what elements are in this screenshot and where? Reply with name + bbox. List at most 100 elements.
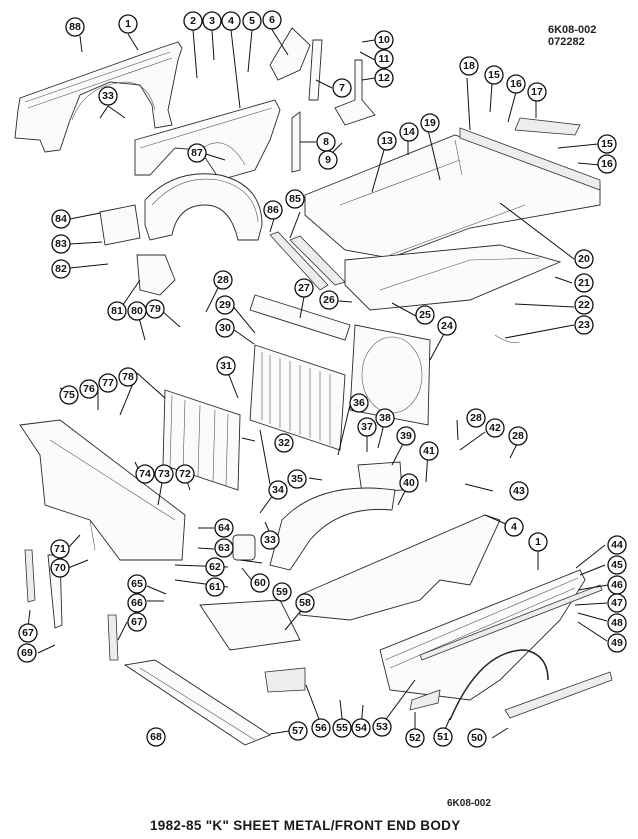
callout-54[interactable]: 54 (351, 718, 371, 738)
callout-35[interactable]: 35 (287, 469, 307, 489)
callout-8[interactable]: 8 (316, 132, 336, 152)
callout-67-right[interactable]: 67 (127, 612, 147, 632)
callout-39[interactable]: 39 (396, 426, 416, 446)
callout-58[interactable]: 58 (295, 593, 315, 613)
callout-12[interactable]: 12 (374, 68, 394, 88)
callout-33-top[interactable]: 33 (98, 86, 118, 106)
callout-30[interactable]: 30 (215, 318, 235, 338)
callout-76[interactable]: 76 (79, 379, 99, 399)
callout-3[interactable]: 3 (202, 11, 222, 31)
callout-73[interactable]: 73 (154, 464, 174, 484)
callout-52[interactable]: 52 (405, 728, 425, 748)
svg-text:49: 49 (611, 637, 623, 649)
callout-28-left[interactable]: 28 (213, 270, 233, 290)
callout-66[interactable]: 66 (127, 593, 147, 613)
callout-29[interactable]: 29 (215, 295, 235, 315)
callout-80[interactable]: 80 (127, 301, 147, 321)
callout-60[interactable]: 60 (250, 573, 270, 593)
callout-38[interactable]: 38 (375, 408, 395, 428)
callout-33-bottom[interactable]: 33 (260, 530, 280, 550)
callout-48[interactable]: 48 (607, 613, 627, 633)
callout-65[interactable]: 65 (127, 574, 147, 594)
callout-27[interactable]: 27 (294, 278, 314, 298)
callout-47[interactable]: 47 (607, 593, 627, 613)
condenser (162, 389, 241, 491)
callout-6[interactable]: 6 (262, 10, 282, 30)
callout-42[interactable]: 42 (485, 418, 505, 438)
callout-16-top[interactable]: 16 (506, 74, 526, 94)
callout-78[interactable]: 78 (118, 367, 138, 387)
callout-69[interactable]: 69 (17, 643, 37, 663)
svg-text:58: 58 (299, 597, 311, 609)
callout-86[interactable]: 86 (263, 200, 283, 220)
callout-26[interactable]: 26 (319, 290, 339, 310)
callout-71[interactable]: 71 (50, 539, 70, 559)
callout-85[interactable]: 85 (285, 189, 305, 209)
callout-32[interactable]: 32 (274, 433, 294, 453)
callout-84[interactable]: 84 (51, 209, 71, 229)
callout-9[interactable]: 9 (318, 150, 338, 170)
callout-28-mid[interactable]: 28 (466, 408, 486, 428)
callout-4-right[interactable]: 4 (504, 517, 524, 537)
callout-24[interactable]: 24 (437, 316, 457, 336)
callout-1[interactable]: 1 (118, 14, 138, 34)
callout-23[interactable]: 23 (574, 315, 594, 335)
callout-82[interactable]: 82 (51, 259, 71, 279)
callout-45[interactable]: 45 (607, 555, 627, 575)
callout-34[interactable]: 34 (268, 480, 288, 500)
callout-88[interactable]: 88 (65, 17, 85, 37)
callout-2[interactable]: 2 (183, 11, 203, 31)
callout-79[interactable]: 79 (145, 299, 165, 319)
callout-55[interactable]: 55 (332, 718, 352, 738)
callout-17[interactable]: 17 (527, 82, 547, 102)
callout-37[interactable]: 37 (357, 417, 377, 437)
callout-10[interactable]: 10 (374, 30, 394, 50)
callout-74[interactable]: 74 (135, 464, 155, 484)
callout-5[interactable]: 5 (242, 11, 262, 31)
callout-67-left[interactable]: 67 (18, 623, 38, 643)
svg-text:15: 15 (488, 69, 500, 81)
callout-83[interactable]: 83 (51, 234, 71, 254)
callout-49[interactable]: 49 (607, 633, 627, 653)
callout-11[interactable]: 11 (374, 49, 394, 69)
callout-21[interactable]: 21 (574, 273, 594, 293)
callout-13[interactable]: 13 (377, 131, 397, 151)
callout-43[interactable]: 43 (509, 481, 529, 501)
callout-1-right[interactable]: 1 (528, 532, 548, 552)
callout-57[interactable]: 57 (288, 721, 308, 741)
callout-87[interactable]: 87 (187, 143, 207, 163)
callout-15-bottom[interactable]: 15 (597, 134, 617, 154)
callout-50[interactable]: 50 (467, 728, 487, 748)
callout-20[interactable]: 20 (574, 249, 594, 269)
callout-36[interactable]: 36 (349, 393, 369, 413)
callout-53[interactable]: 53 (372, 717, 392, 737)
callout-18[interactable]: 18 (459, 56, 479, 76)
callout-81[interactable]: 81 (107, 301, 127, 321)
callout-15-top[interactable]: 15 (484, 65, 504, 85)
callout-28-right[interactable]: 28 (508, 426, 528, 446)
callout-16-bottom[interactable]: 16 (597, 154, 617, 174)
callout-51[interactable]: 51 (433, 727, 453, 747)
callout-4[interactable]: 4 (221, 11, 241, 31)
callout-62[interactable]: 62 (205, 557, 225, 577)
callout-64[interactable]: 64 (214, 518, 234, 538)
callout-31[interactable]: 31 (216, 356, 236, 376)
callout-59[interactable]: 59 (272, 582, 292, 602)
callout-77[interactable]: 77 (98, 373, 118, 393)
callout-68[interactable]: 68 (146, 727, 166, 747)
callout-41[interactable]: 41 (419, 441, 439, 461)
callout-56[interactable]: 56 (311, 718, 331, 738)
callout-7[interactable]: 7 (332, 78, 352, 98)
callout-14[interactable]: 14 (399, 122, 419, 142)
callout-75[interactable]: 75 (59, 385, 79, 405)
callout-25[interactable]: 25 (415, 305, 435, 325)
callout-19[interactable]: 19 (420, 113, 440, 133)
callout-46[interactable]: 46 (607, 575, 627, 595)
callout-63[interactable]: 63 (214, 538, 234, 558)
callout-40[interactable]: 40 (399, 473, 419, 493)
callout-44[interactable]: 44 (607, 535, 627, 555)
callout-70[interactable]: 70 (50, 558, 70, 578)
callout-61[interactable]: 61 (205, 577, 225, 597)
callout-22[interactable]: 22 (574, 295, 594, 315)
callout-72[interactable]: 72 (175, 464, 195, 484)
